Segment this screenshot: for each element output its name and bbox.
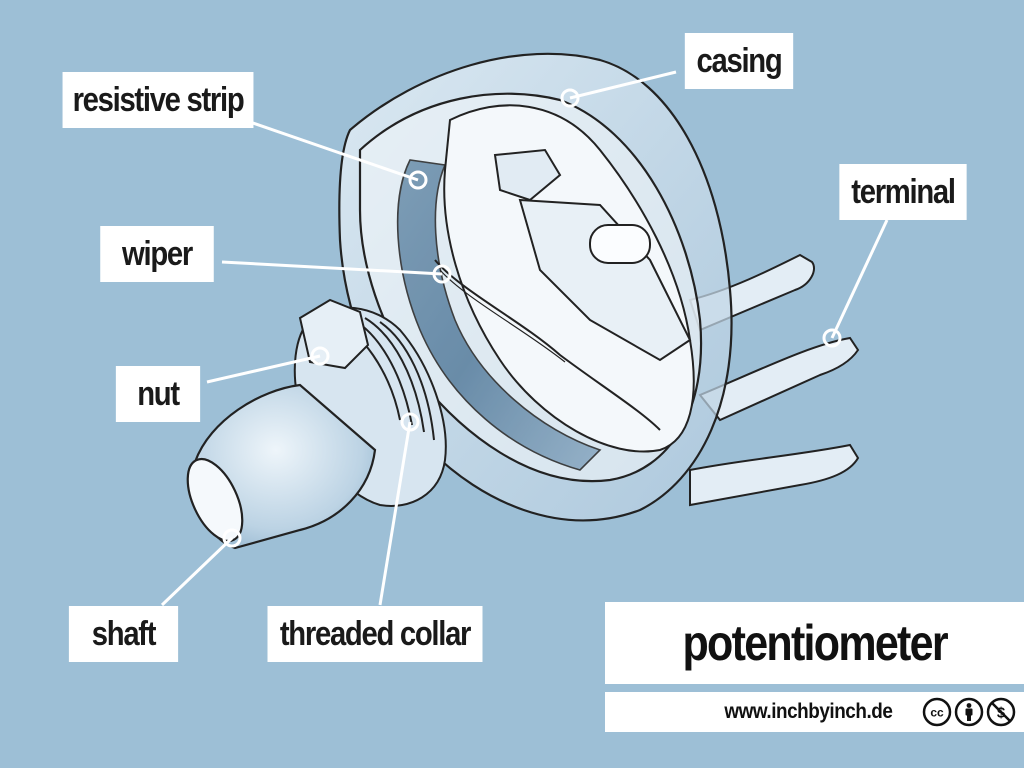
label-resistive-strip: resistive strip xyxy=(62,72,254,128)
credit-bar: www.inchbyinch.de cc $ xyxy=(605,692,1024,732)
cc-icon: cc xyxy=(922,697,952,727)
leader-lines xyxy=(160,70,889,607)
label-terminal: terminal xyxy=(839,164,967,220)
svg-text:cc: cc xyxy=(930,706,944,720)
wiper-contact xyxy=(434,259,661,431)
label-threaded-collar: threaded collar xyxy=(267,606,483,662)
license-icons: cc $ xyxy=(922,697,1016,727)
shaft-part xyxy=(186,383,377,550)
label-nut: nut xyxy=(115,366,201,422)
label-wiper: wiper xyxy=(100,226,214,282)
marker-circles xyxy=(222,88,842,548)
attribution-icon xyxy=(954,697,984,727)
nut-part xyxy=(298,298,370,370)
diagram-title: potentiometer xyxy=(605,602,1024,684)
rotor-plate xyxy=(443,104,695,453)
label-shaft: shaft xyxy=(68,606,179,662)
noncommercial-icon: $ xyxy=(986,697,1016,727)
diagram-title-text: potentiometer xyxy=(682,615,948,671)
website-link[interactable]: www.inchbyinch.de xyxy=(724,700,894,723)
label-casing: casing xyxy=(684,33,794,89)
